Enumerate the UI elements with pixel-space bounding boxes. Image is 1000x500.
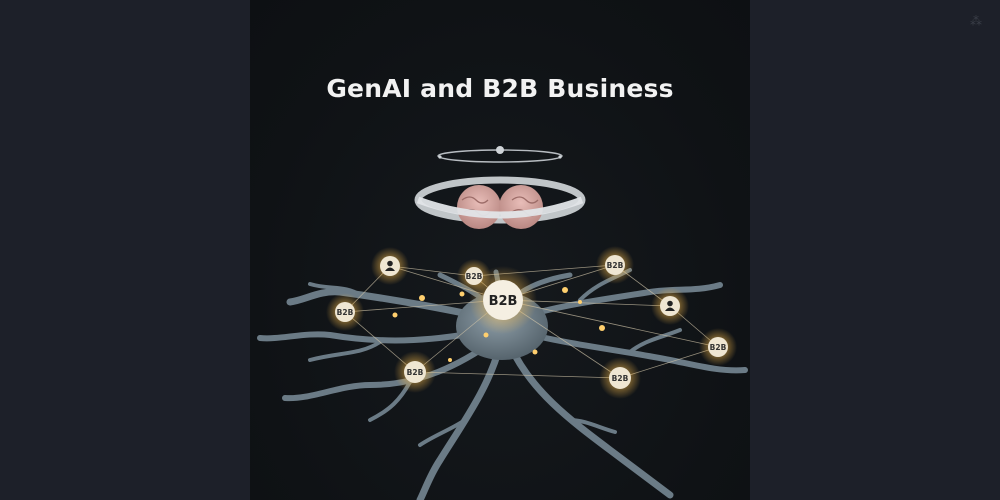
brain-icon (414, 176, 586, 229)
node-layer: B2B B2B B2B B2B B2B B2B (326, 246, 737, 399)
b2b-node-label: B2B (612, 374, 629, 383)
b2b-node-label: B2B (710, 343, 727, 352)
b2b-node: B2B (394, 351, 436, 393)
b2b-node-label: B2B (337, 308, 354, 317)
b2b-node: B2B (456, 258, 492, 294)
user-icon (387, 260, 393, 267)
glow-dots (392, 287, 605, 362)
b2b-node-label: B2B (466, 272, 483, 281)
illustration-panel: GenAI and B2B Business (250, 0, 750, 500)
page-title: GenAI and B2B Business (326, 74, 674, 103)
user-icon (667, 300, 673, 307)
hub-node: B2B (469, 266, 537, 334)
b2b-node: B2B (596, 246, 634, 284)
hub-label: B2B (489, 294, 518, 309)
b2b-node: B2B (599, 357, 641, 399)
b2b-node: B2B (699, 328, 737, 366)
corner-icon: ⁂ (970, 14, 982, 28)
person-node (651, 287, 689, 325)
b2b-node-label: B2B (607, 261, 624, 270)
neuron-dendrites (257, 268, 748, 500)
b2b-node: B2B (326, 293, 364, 331)
network-illustration: B2B B2B B2B B2B B2B B2B B2B (257, 146, 748, 500)
b2b-node-label: B2B (407, 368, 424, 377)
person-node (371, 247, 409, 285)
orbit-ring-top (437, 146, 563, 163)
